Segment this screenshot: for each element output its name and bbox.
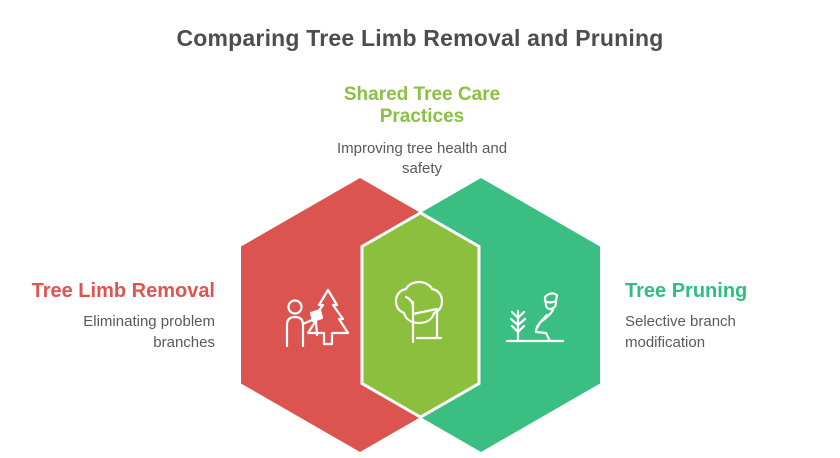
left-section-description: Eliminating problem branches: [83, 313, 215, 351]
person-torso: [285, 315, 305, 348]
gardener-leg: [534, 330, 552, 343]
shared-section-heading: Shared Tree Care Practices: [343, 84, 501, 128]
tree-icon: [394, 280, 444, 344]
tree-fork-branch: [404, 295, 415, 310]
shared-section-description: Improving tree health and safety: [336, 140, 508, 178]
gardener-pruning-sapling-icon: [505, 292, 565, 343]
person-head: [287, 299, 303, 315]
right-section-description: Selective branch modification: [625, 313, 736, 351]
sapling-branches: [509, 310, 527, 334]
right-section-heading: Tree Pruning: [625, 280, 748, 302]
left-section-heading: Tree Limb Removal: [31, 280, 215, 302]
tree-canopy: [394, 280, 444, 325]
person-arm: [301, 318, 314, 326]
axe-handle: [314, 320, 319, 337]
lumberjack-axe-pine-icon: [285, 288, 350, 348]
gardener-arm: [535, 313, 549, 330]
tree-side-branch: [411, 307, 439, 340]
axe-head: [309, 308, 324, 323]
center-overlap-hexagon: [360, 211, 481, 419]
gardener-head: [544, 300, 558, 311]
page-title: Comparing Tree Limb Removal and Pruning: [176, 25, 664, 51]
